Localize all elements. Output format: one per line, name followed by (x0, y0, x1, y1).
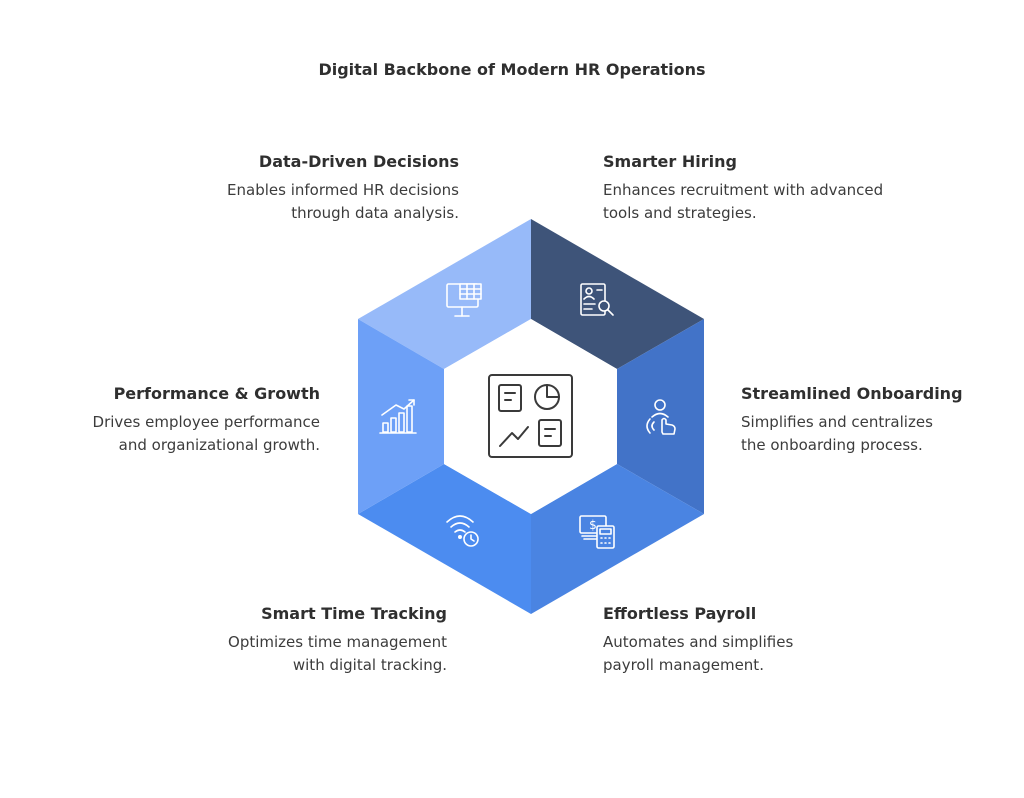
smarter-hiring-desc-line-2: tools and strategies. (603, 204, 757, 222)
time-tracking-desc-line-1: Optimizes time management (228, 633, 447, 651)
time-tracking-description: Optimizes time management with digital t… (147, 631, 447, 677)
onboarding-description: Simplifies and centralizes the onboardin… (741, 411, 1011, 457)
payroll-desc-line-2: payroll management. (603, 656, 764, 674)
data-driven-desc-line-1: Enables informed HR decisions (227, 181, 459, 199)
smarter-hiring-description: Enhances recruitment with advanced tools… (603, 179, 983, 225)
smarter-hiring-block: Smarter Hiring Enhances recruitment with… (603, 152, 983, 225)
data-driven-description: Enables informed HR decisions through da… (159, 179, 459, 225)
smarter-hiring-desc-line-1: Enhances recruitment with advanced (603, 181, 884, 199)
performance-heading: Performance & Growth (113, 384, 320, 403)
payroll-block: Effortless Payroll Automates and simplif… (603, 604, 903, 677)
growth-chart-icon (379, 399, 417, 434)
data-driven-desc-line-2: through data analysis. (291, 204, 459, 222)
performance-desc-line-2: and organizational growth. (118, 436, 320, 454)
segment-performance (358, 319, 444, 514)
money-calculator-icon: $ (579, 515, 615, 549)
segment-data-driven (358, 219, 531, 369)
smarter-hiring-heading: Smarter Hiring (603, 152, 737, 171)
onboarding-block: Streamlined Onboarding Simplifies and ce… (741, 384, 1011, 457)
segment-time-tracking (358, 464, 531, 614)
svg-text:$: $ (589, 518, 597, 532)
performance-desc-line-1: Drives employee performance (92, 413, 320, 431)
segment-smarter-hiring (531, 219, 704, 369)
segment-onboarding (617, 319, 704, 514)
onboarding-desc-line-2: the onboarding process. (741, 436, 923, 454)
person-pointer-icon (646, 399, 676, 435)
time-tracking-heading: Smart Time Tracking (261, 604, 447, 623)
monitor-spreadsheet-icon (446, 283, 482, 317)
payroll-description: Automates and simplifies payroll managem… (603, 631, 903, 677)
performance-block: Performance & Growth Drives employee per… (20, 384, 320, 457)
onboarding-heading: Streamlined Onboarding (741, 384, 963, 403)
time-tracking-block: Smart Time Tracking Optimizes time manag… (147, 604, 447, 677)
data-driven-block: Data-Driven Decisions Enables informed H… (159, 152, 459, 225)
hex-center (444, 319, 617, 514)
payroll-heading: Effortless Payroll (603, 604, 757, 623)
wifi-clock-icon (446, 515, 479, 547)
data-driven-heading: Data-Driven Decisions (258, 152, 459, 171)
resume-search-icon (580, 283, 614, 316)
dashboard-icon (488, 374, 573, 458)
segment-payroll (531, 464, 704, 614)
payroll-desc-line-1: Automates and simplifies (603, 633, 794, 651)
performance-description: Drives employee performance and organiza… (20, 411, 320, 457)
onboarding-desc-line-1: Simplifies and centralizes (741, 413, 933, 431)
time-tracking-desc-line-2: with digital tracking. (292, 656, 447, 674)
diagram-title: Digital Backbone of Modern HR Operations (318, 60, 706, 79)
